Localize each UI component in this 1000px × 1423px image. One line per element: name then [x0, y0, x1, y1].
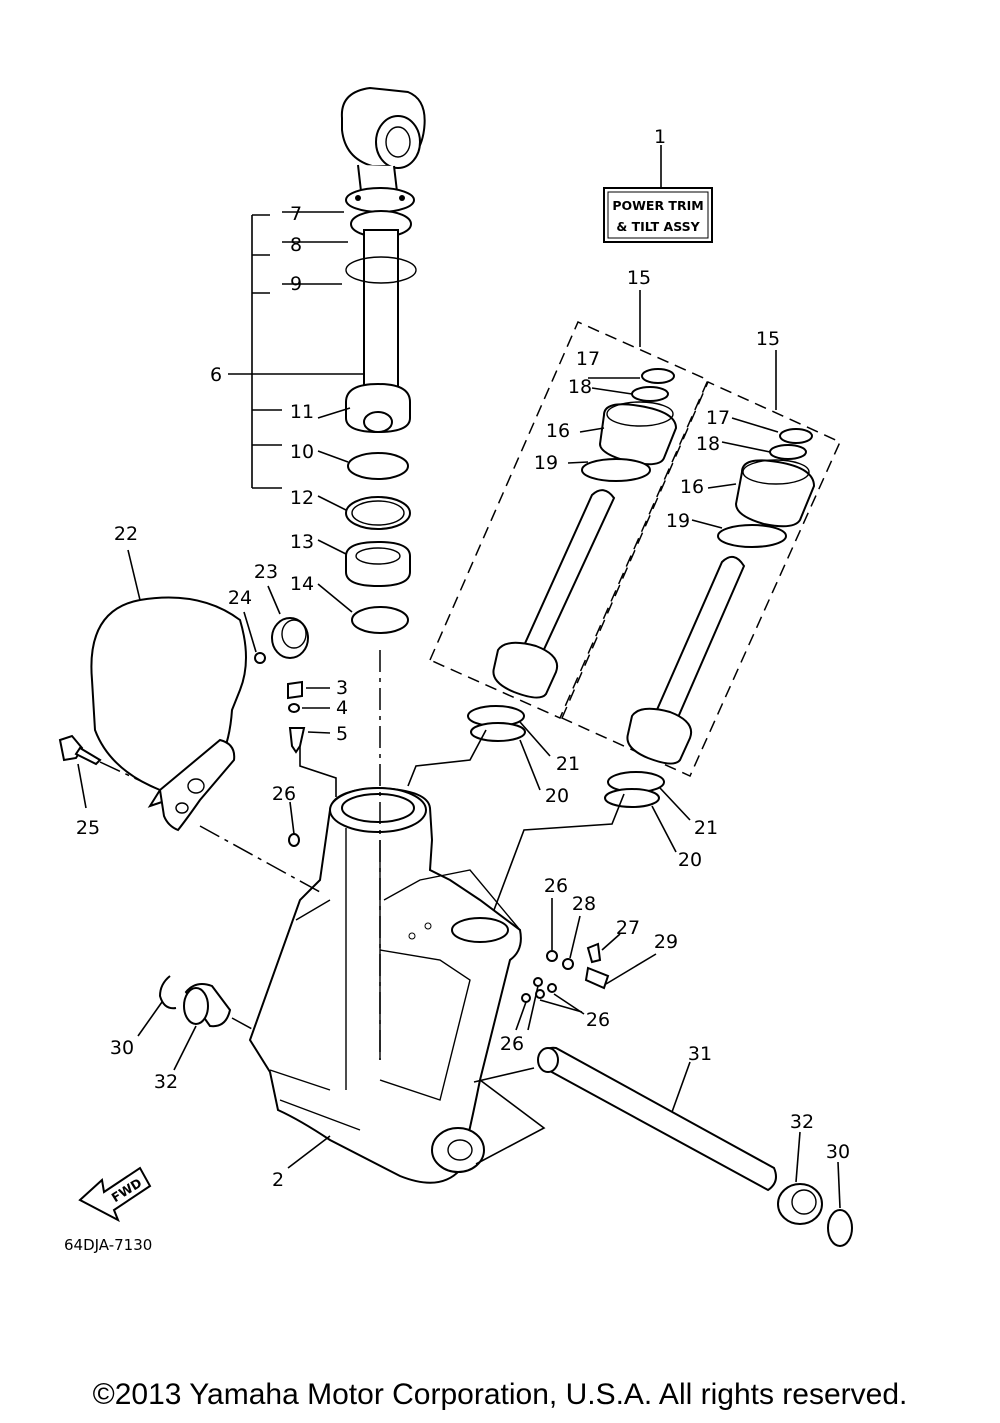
- callout-16b: 16: [680, 476, 704, 498]
- callout-29: 29: [654, 931, 678, 953]
- callout-3: 3: [336, 677, 348, 699]
- tag-line-2: & TILT ASSY: [616, 219, 700, 234]
- callout-18a: 18: [568, 376, 592, 398]
- callout-14: 14: [290, 573, 314, 595]
- callout-27: 27: [616, 917, 640, 939]
- seal-rings: [467, 705, 691, 853]
- callout-21b: 21: [694, 817, 718, 839]
- drawing-code: 64DJA-7130: [64, 1236, 152, 1254]
- callout-1: 1: [654, 126, 666, 148]
- callout-17a: 17: [576, 348, 600, 370]
- tilt-rod: [340, 86, 426, 434]
- bolt: [58, 734, 161, 809]
- tag-line-1: POWER TRIM: [612, 198, 703, 213]
- trim-cylinder-kit-1: [429, 290, 709, 719]
- callout-26a: 26: [272, 783, 296, 805]
- callout-4: 4: [336, 697, 348, 719]
- callout-26c: 26: [586, 1009, 610, 1031]
- callout-12: 12: [290, 487, 314, 509]
- callout-15a: 15: [627, 267, 651, 289]
- callout-20b: 20: [678, 849, 702, 871]
- callout-30b: 30: [826, 1141, 850, 1163]
- callout-6: 6: [210, 364, 222, 386]
- callout-labels: 1 2 3 4 5 6 7 8 9 10 11 12 13 14 15 15 1…: [76, 126, 850, 1191]
- callout-13: 13: [290, 531, 314, 553]
- callout-19a: 19: [534, 452, 558, 474]
- callout-18b: 18: [696, 433, 720, 455]
- trim-cylinder-kit-2: [561, 350, 841, 777]
- main-bracket: [248, 786, 522, 1184]
- callout-20a: 20: [545, 785, 569, 807]
- callout-8: 8: [290, 234, 302, 256]
- fwd-arrow: FWD: [78, 1166, 152, 1223]
- callout-5: 5: [336, 723, 348, 745]
- callout-22: 22: [114, 523, 138, 545]
- callout-9: 9: [290, 273, 302, 295]
- callout-24: 24: [228, 587, 252, 609]
- callout-19b: 19: [666, 510, 690, 532]
- callout-23: 23: [254, 561, 278, 583]
- callout-7: 7: [290, 203, 302, 225]
- assembly-tag: POWER TRIM & TILT ASSY: [603, 145, 713, 243]
- callout-10: 10: [290, 441, 314, 463]
- small-parts: [288, 801, 657, 1031]
- tilt-shaft: [537, 1046, 853, 1247]
- callout-31: 31: [688, 1043, 712, 1065]
- valve-parts: [243, 585, 331, 754]
- cover-guard: [90, 549, 247, 832]
- callout-21a: 21: [556, 753, 580, 775]
- callout-32a: 32: [154, 1071, 178, 1093]
- callout-26b: 26: [544, 875, 568, 897]
- callout-28: 28: [572, 893, 596, 915]
- callout-15b: 15: [756, 328, 780, 350]
- callout-25: 25: [76, 817, 100, 839]
- callout-2: 2: [272, 1169, 284, 1191]
- callout-32b: 32: [790, 1111, 814, 1133]
- copyright-notice: ©2013 Yamaha Motor Corporation, U.S.A. A…: [92, 1378, 908, 1411]
- callout-17b: 17: [706, 407, 730, 429]
- callout-30a: 30: [110, 1037, 134, 1059]
- callout-11: 11: [290, 401, 314, 423]
- left-bushing: [137, 975, 255, 1071]
- callout-26d: 26: [500, 1033, 524, 1055]
- piston-seals: [345, 452, 411, 634]
- callout-16a: 16: [546, 420, 570, 442]
